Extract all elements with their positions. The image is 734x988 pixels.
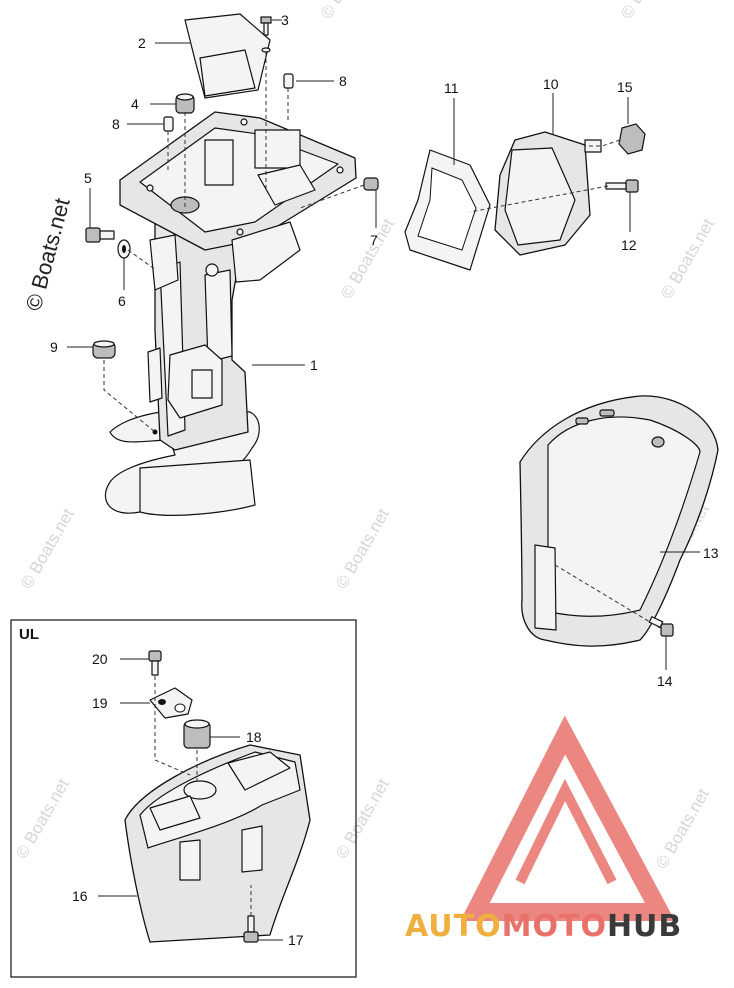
watermark-text: © Boats.net <box>12 775 73 862</box>
part-3-screw <box>260 16 272 53</box>
callout-12: 12 <box>621 237 637 253</box>
part-18-grommet <box>183 719 211 749</box>
inset-label: UL <box>19 626 39 643</box>
leader-lines <box>67 19 700 670</box>
part-12-bolt <box>605 179 639 193</box>
logo-hub: HUB <box>607 909 682 944</box>
inset-frame <box>10 619 357 978</box>
logo-moto: MOTO <box>502 909 607 944</box>
callout-15: 15 <box>617 79 633 95</box>
callout-8: 8 <box>112 116 120 132</box>
part-5-bolt <box>85 227 115 243</box>
automotohub-logo: AUTOMOTOHUB <box>405 715 682 944</box>
ul-inset: UL <box>10 619 357 978</box>
watermark-text: © Boats.net <box>332 775 393 862</box>
callout-14: 14 <box>657 673 673 689</box>
callout-10: 10 <box>543 76 559 92</box>
watermark-text: © Boats.net <box>652 785 713 872</box>
part-17-bolt <box>243 915 259 943</box>
callout-2: 2 <box>138 35 146 51</box>
part-20-bolt <box>148 650 162 676</box>
watermark-text: © Boats.net <box>337 215 398 302</box>
callout-5: 5 <box>84 170 92 186</box>
watermark-text: © Boats.net <box>17 505 78 592</box>
part-2-bracket <box>184 13 271 99</box>
watermark-text: © Boats.net <box>332 505 393 592</box>
part-6-washer <box>117 239 131 259</box>
callout-16: 16 <box>72 888 88 904</box>
callout-18: 18 <box>246 729 262 745</box>
callout-11: 11 <box>444 80 459 96</box>
part-19-plate <box>149 687 193 719</box>
callout-19: 19 <box>92 695 108 711</box>
assembly-lines <box>103 52 661 629</box>
part-14-screw <box>648 616 674 637</box>
callout-6: 6 <box>118 293 126 309</box>
part-13-apron <box>519 395 719 647</box>
inset-assembly-line <box>154 676 191 776</box>
callout-8: 8 <box>339 73 347 89</box>
svg-text:AUTOMOTOHUB: AUTOMOTOHUB <box>405 909 682 944</box>
callout-7: 7 <box>370 232 378 248</box>
part-10-cover <box>494 131 602 256</box>
part-4-bushing <box>175 93 195 114</box>
logo-auto: AUTO <box>405 909 502 944</box>
callout-labels: 2 3 4 8 8 5 6 7 9 1 11 10 15 12 13 14 <box>50 12 719 689</box>
driveshaft-housing <box>104 111 357 516</box>
watermark-text: © Boats.net <box>617 0 678 22</box>
callout-9: 9 <box>50 339 58 355</box>
callout-1: 1 <box>310 357 318 373</box>
callout-17: 17 <box>288 932 304 948</box>
main-watermark: © Boats.net <box>21 195 75 313</box>
watermark-text: © Boats.net <box>317 0 378 22</box>
part-11-gasket <box>404 149 491 271</box>
part-15-nut <box>618 123 646 155</box>
callout-13: 13 <box>703 545 719 561</box>
callout-4: 4 <box>131 96 139 112</box>
part-9-plug <box>92 340 116 359</box>
callout-20: 20 <box>92 651 108 667</box>
watermark-text: © Boats.net <box>657 215 718 302</box>
part-7-plug <box>363 177 379 191</box>
callout-3: 3 <box>281 12 289 28</box>
part-8-dowel-pins <box>163 73 294 132</box>
